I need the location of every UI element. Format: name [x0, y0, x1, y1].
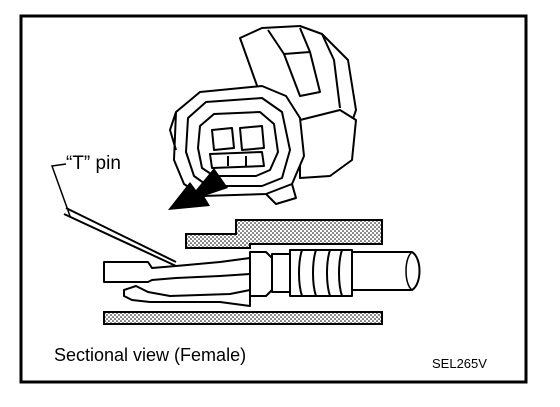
wire-end	[405, 251, 413, 291]
insertion-arrow	[168, 168, 228, 210]
t-pin	[50, 163, 177, 267]
lower-housing-section	[103, 311, 383, 325]
figure-frame	[19, 14, 528, 384]
female-terminal	[103, 249, 353, 307]
figure-caption: Sectional view (Female)	[54, 345, 247, 365]
connector-housing	[169, 25, 357, 205]
wire	[351, 251, 421, 291]
figure-code: SEL265V	[432, 356, 487, 371]
t-pin-label: “T” pin	[66, 153, 121, 174]
upper-housing-section	[185, 219, 383, 249]
